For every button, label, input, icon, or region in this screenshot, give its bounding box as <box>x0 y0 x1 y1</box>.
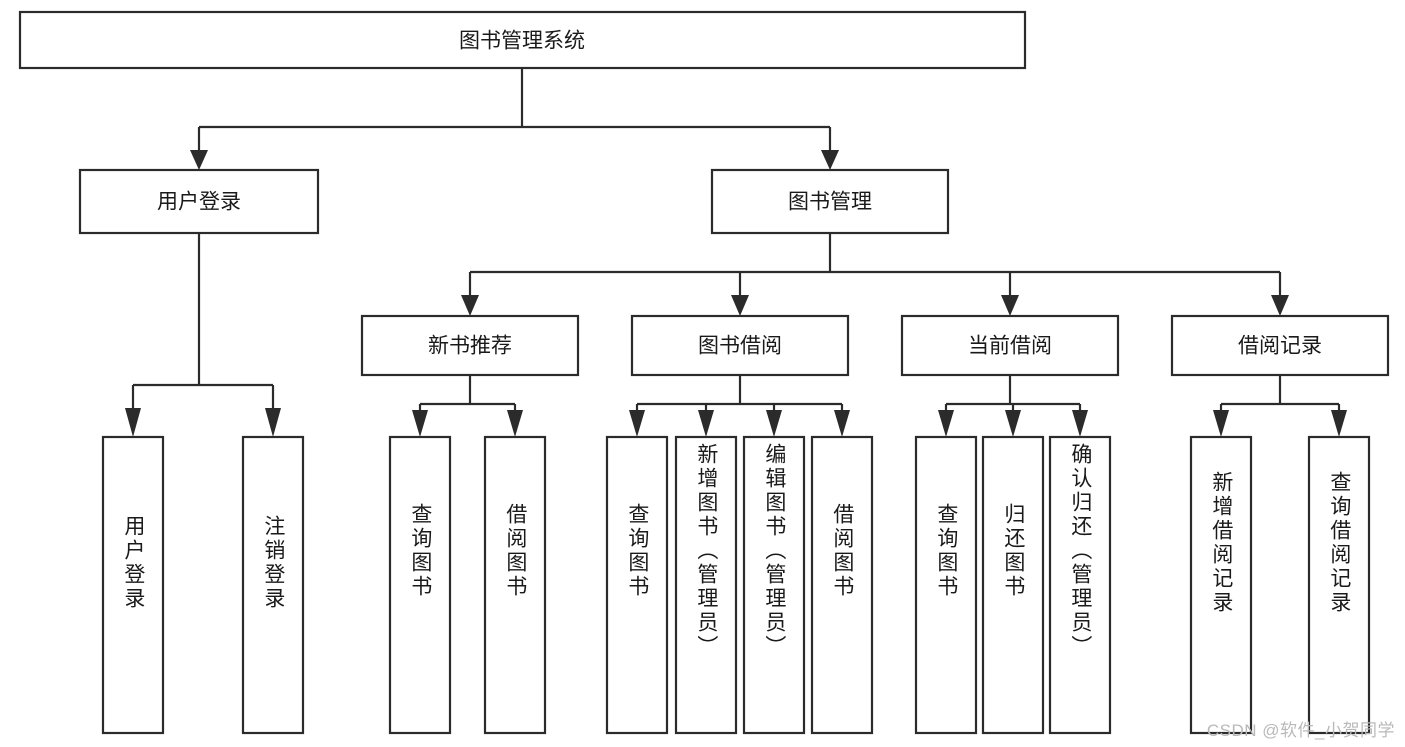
node-leaf-query-book-1[interactable] <box>388 435 452 735</box>
arrow-leaf-query-book-2 <box>629 410 645 437</box>
node-user-login[interactable] <box>78 168 320 235</box>
node-leaf-confirm-return[interactable] <box>1048 435 1112 735</box>
arrow-leaf-user-login <box>125 408 141 437</box>
node-book-borrow-label: 图书借阅 <box>698 335 782 358</box>
node-book-borrow[interactable] <box>630 314 850 377</box>
arrow-user-login <box>190 150 208 170</box>
node-leaf-borrow-book-1[interactable] <box>483 435 547 735</box>
node-borrow-record[interactable] <box>1170 314 1390 377</box>
node-leaf-logout-login[interactable] <box>241 435 305 735</box>
connector-layer <box>125 68 1347 437</box>
node-leaf-return-book[interactable] <box>981 435 1045 735</box>
arrow-leaf-borrow-book-1 <box>507 410 523 437</box>
arrow-leaf-query-book-1 <box>412 410 428 437</box>
node-root[interactable] <box>18 10 1027 70</box>
arrow-leaf-return-book <box>1005 410 1021 437</box>
node-leaf-user-login[interactable] <box>101 435 165 735</box>
node-borrow-record-label: 借阅记录 <box>1238 335 1322 358</box>
node-leaf-query-book-2[interactable] <box>605 435 669 735</box>
node-new-book-recommend[interactable] <box>360 314 580 377</box>
arrow-book-management <box>821 150 839 170</box>
node-book-management-label: 图书管理 <box>788 191 872 214</box>
node-layer: 图书管理系统 用户登录 图书管理 新书推荐 图书借阅 当前借阅 借阅记录 <box>18 10 1390 735</box>
arrow-leaf-query-book-3 <box>938 410 954 437</box>
node-leaf-borrow-book-2[interactable] <box>810 435 874 735</box>
arrow-leaf-logout-login <box>265 408 281 437</box>
arrow-current-borrow <box>1001 295 1019 316</box>
node-user-login-label: 用户登录 <box>157 191 241 214</box>
arrow-leaf-add-book <box>698 410 714 437</box>
arrow-leaf-query-record <box>1331 410 1347 437</box>
node-book-management[interactable] <box>710 168 950 235</box>
arrow-leaf-borrow-book-2 <box>834 410 850 437</box>
arrow-book-borrow <box>731 295 749 316</box>
node-leaf-add-record[interactable] <box>1189 435 1253 735</box>
node-current-borrow-label: 当前借阅 <box>968 335 1052 358</box>
arrow-new-book-recommend <box>461 295 479 316</box>
arrow-borrow-record <box>1271 295 1289 316</box>
node-new-book-recommend-label: 新书推荐 <box>428 335 512 358</box>
watermark: CSDN @软件_小贺同学 <box>1206 721 1395 740</box>
arrow-leaf-add-record <box>1213 410 1229 437</box>
node-current-borrow[interactable] <box>900 314 1120 377</box>
node-leaf-query-record[interactable] <box>1307 435 1371 735</box>
arrow-leaf-confirm-return <box>1072 410 1088 437</box>
node-leaf-add-book[interactable] <box>674 435 738 735</box>
node-root-label: 图书管理系统 <box>459 30 585 53</box>
arrow-leaf-edit-book <box>766 410 782 437</box>
node-leaf-edit-book[interactable] <box>742 435 806 735</box>
node-leaf-query-book-3[interactable] <box>914 435 978 735</box>
